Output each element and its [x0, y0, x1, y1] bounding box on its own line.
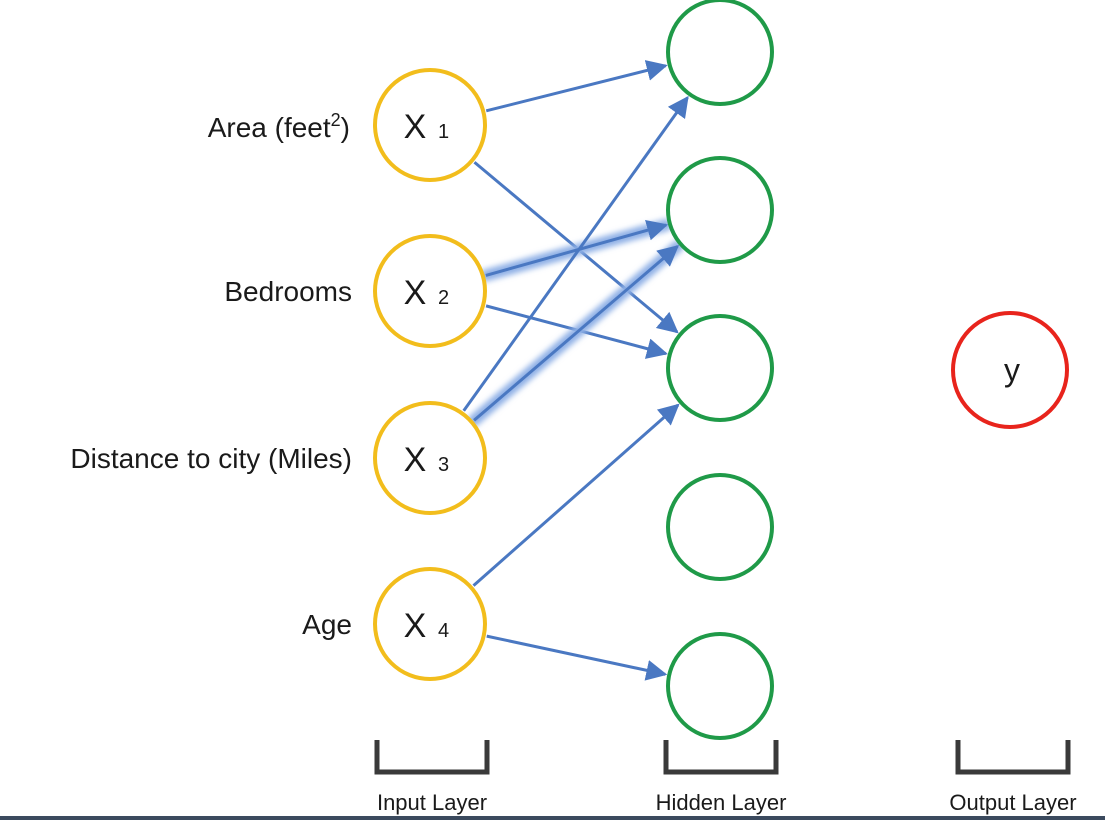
connection-x1-to-hidden-1 [485, 60, 668, 113]
connection-x2-to-hidden-2 [485, 220, 669, 277]
connection-x4-to-hidden-3 [472, 403, 680, 587]
input-layer-bracket [374, 740, 490, 775]
bottom-border [0, 816, 1105, 820]
connection-x4-to-hidden-5 [486, 634, 668, 681]
connection-x3-to-hidden-1 [462, 95, 689, 412]
hidden-node-2 [666, 156, 774, 264]
feature-label-area: Area (feet2) [208, 110, 350, 143]
connection-x3-to-hidden-2 [473, 245, 680, 422]
input-node-3-symbol: X [404, 441, 427, 479]
input-node-2-symbol: X [404, 274, 427, 312]
input-node-4-symbol: X [404, 607, 427, 645]
feature-label-distance: Distance to city (Miles) [70, 443, 352, 474]
hidden-node-4 [666, 473, 774, 581]
input-node-4-subscript: 4 [438, 620, 449, 642]
output-node-symbol: y [1004, 352, 1020, 388]
input-node-4: X 4 [373, 567, 487, 681]
feature-label-bedrooms: Bedrooms [224, 276, 352, 307]
input-node-1-symbol: X [404, 108, 427, 146]
output-layer-bracket [955, 740, 1071, 775]
hidden-layer-bracket [663, 740, 779, 775]
input-node-3: X 3 [373, 401, 487, 515]
connections-group [462, 60, 689, 681]
input-node-3-subscript: 3 [438, 454, 449, 476]
input-node-2-subscript: 2 [438, 287, 449, 309]
output-layer-label: Output Layer [949, 790, 1076, 815]
hidden-node-3 [666, 314, 774, 422]
feature-label-age: Age [302, 609, 352, 640]
hidden-layer-label: Hidden Layer [656, 790, 787, 815]
input-layer-label: Input Layer [377, 790, 487, 815]
hidden-node-1 [666, 0, 774, 106]
input-node-1-subscript: 1 [438, 121, 449, 143]
input-node-1: X 1 [373, 68, 487, 182]
output-node: y [951, 311, 1069, 429]
input-node-2: X 2 [373, 234, 487, 348]
hidden-node-5 [666, 632, 774, 740]
